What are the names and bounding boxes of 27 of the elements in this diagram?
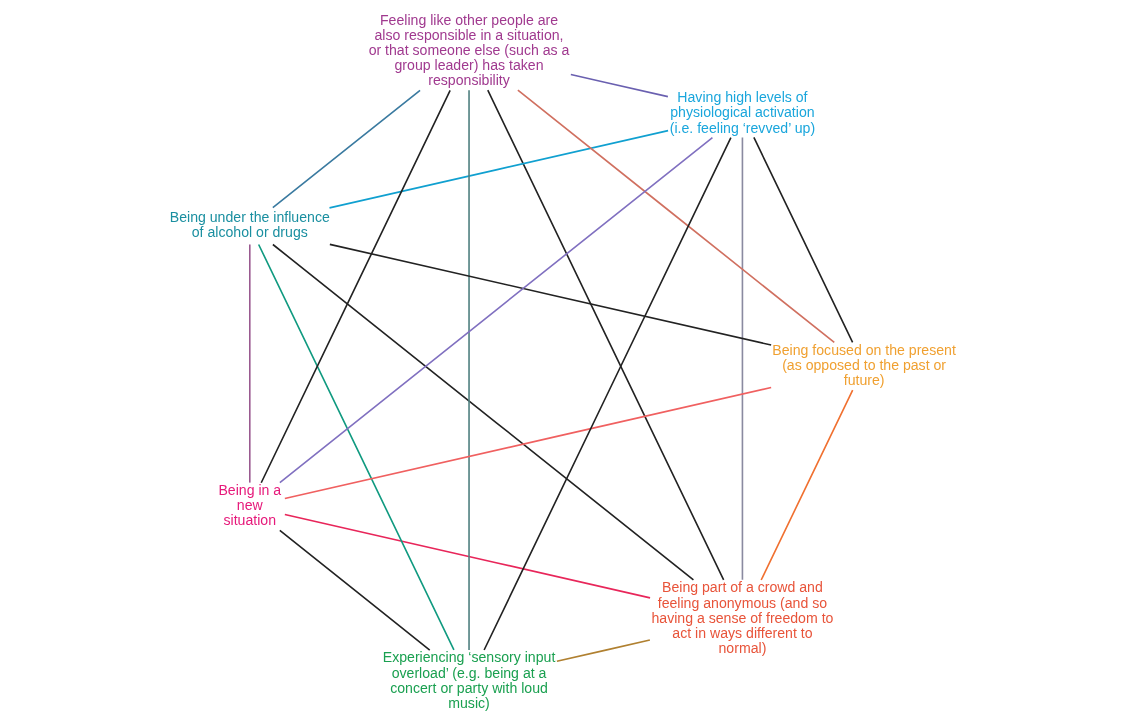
connector (257, 243, 455, 651)
node-text: Having high levels of physiological activation (i.e. feeling ‘revved’ up) (669, 89, 816, 136)
node-text: Being part of a crowd and feeling anonymous (and so having a sense of freedom to act in ways different to normal) (651, 579, 834, 656)
connector (486, 89, 725, 581)
connector (329, 243, 772, 346)
connector (260, 89, 451, 484)
connector (279, 136, 714, 484)
connector (483, 136, 732, 651)
connector (328, 129, 669, 209)
connector (556, 639, 651, 663)
node-text: Being in a new situation (218, 482, 282, 529)
node-text: Experiencing ‘sensory input overload’ (e.g. being at a concert or party with loud music) (382, 649, 556, 711)
node-text: Being under the influence of alcohol or drugs (169, 209, 330, 241)
connector (284, 513, 651, 599)
node-text: Feeling like other people are also responsible in a situation, or that someone else (such as a group leader) has taken responsibility (368, 11, 570, 89)
node-text: Being focused on the present (as opposed to the past or future) (772, 341, 956, 389)
connector (570, 73, 669, 98)
connector (741, 136, 744, 581)
connector (517, 89, 836, 344)
connector (284, 386, 772, 500)
connector (760, 389, 854, 581)
connector (753, 136, 854, 344)
connector (468, 89, 470, 651)
connector (272, 243, 695, 581)
connector (279, 529, 431, 651)
connector (249, 243, 251, 484)
connector (272, 89, 421, 209)
